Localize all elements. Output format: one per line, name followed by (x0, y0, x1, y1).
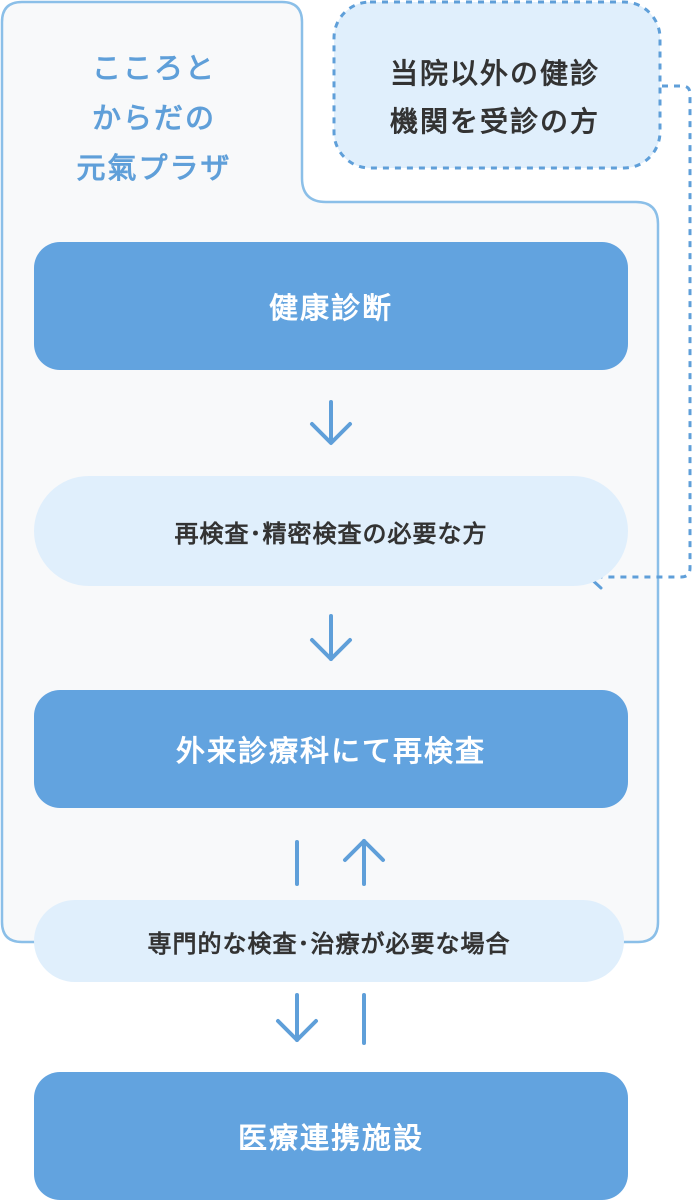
step-reexam-needed-label: 再検査･精密検査の必要な方 (174, 519, 488, 548)
facility-name: こころと からだの 元氣プラザ (76, 51, 232, 185)
step-outpatient-reexam-label: 外来診療科にて再検査 (175, 734, 486, 768)
external-checkup-note: 当院以外の健診 機関を受診の方 (389, 57, 600, 138)
step-specialist-needed-box (34, 900, 624, 982)
step-outpatient-reexam-box (34, 690, 628, 808)
step-specialist-needed-label: 専門的な検査･治療が必要な場合 (147, 929, 511, 958)
step-health-checkup-label: 健康診断 (268, 291, 393, 325)
external-connector-line (592, 84, 692, 579)
external-note-bubble (332, 0, 662, 170)
arrow-down-icon (310, 400, 352, 445)
arrow-updown-lower-icon (276, 993, 366, 1045)
arrow-updown-upper-icon (295, 839, 385, 886)
step-partner-facility-label: 医療連携施設 (237, 1121, 424, 1155)
step-health-checkup-box (34, 242, 628, 370)
step-partner-facility-box (34, 1072, 628, 1200)
step-reexam-needed-box (34, 476, 628, 586)
arrow-down-icon (310, 614, 352, 661)
